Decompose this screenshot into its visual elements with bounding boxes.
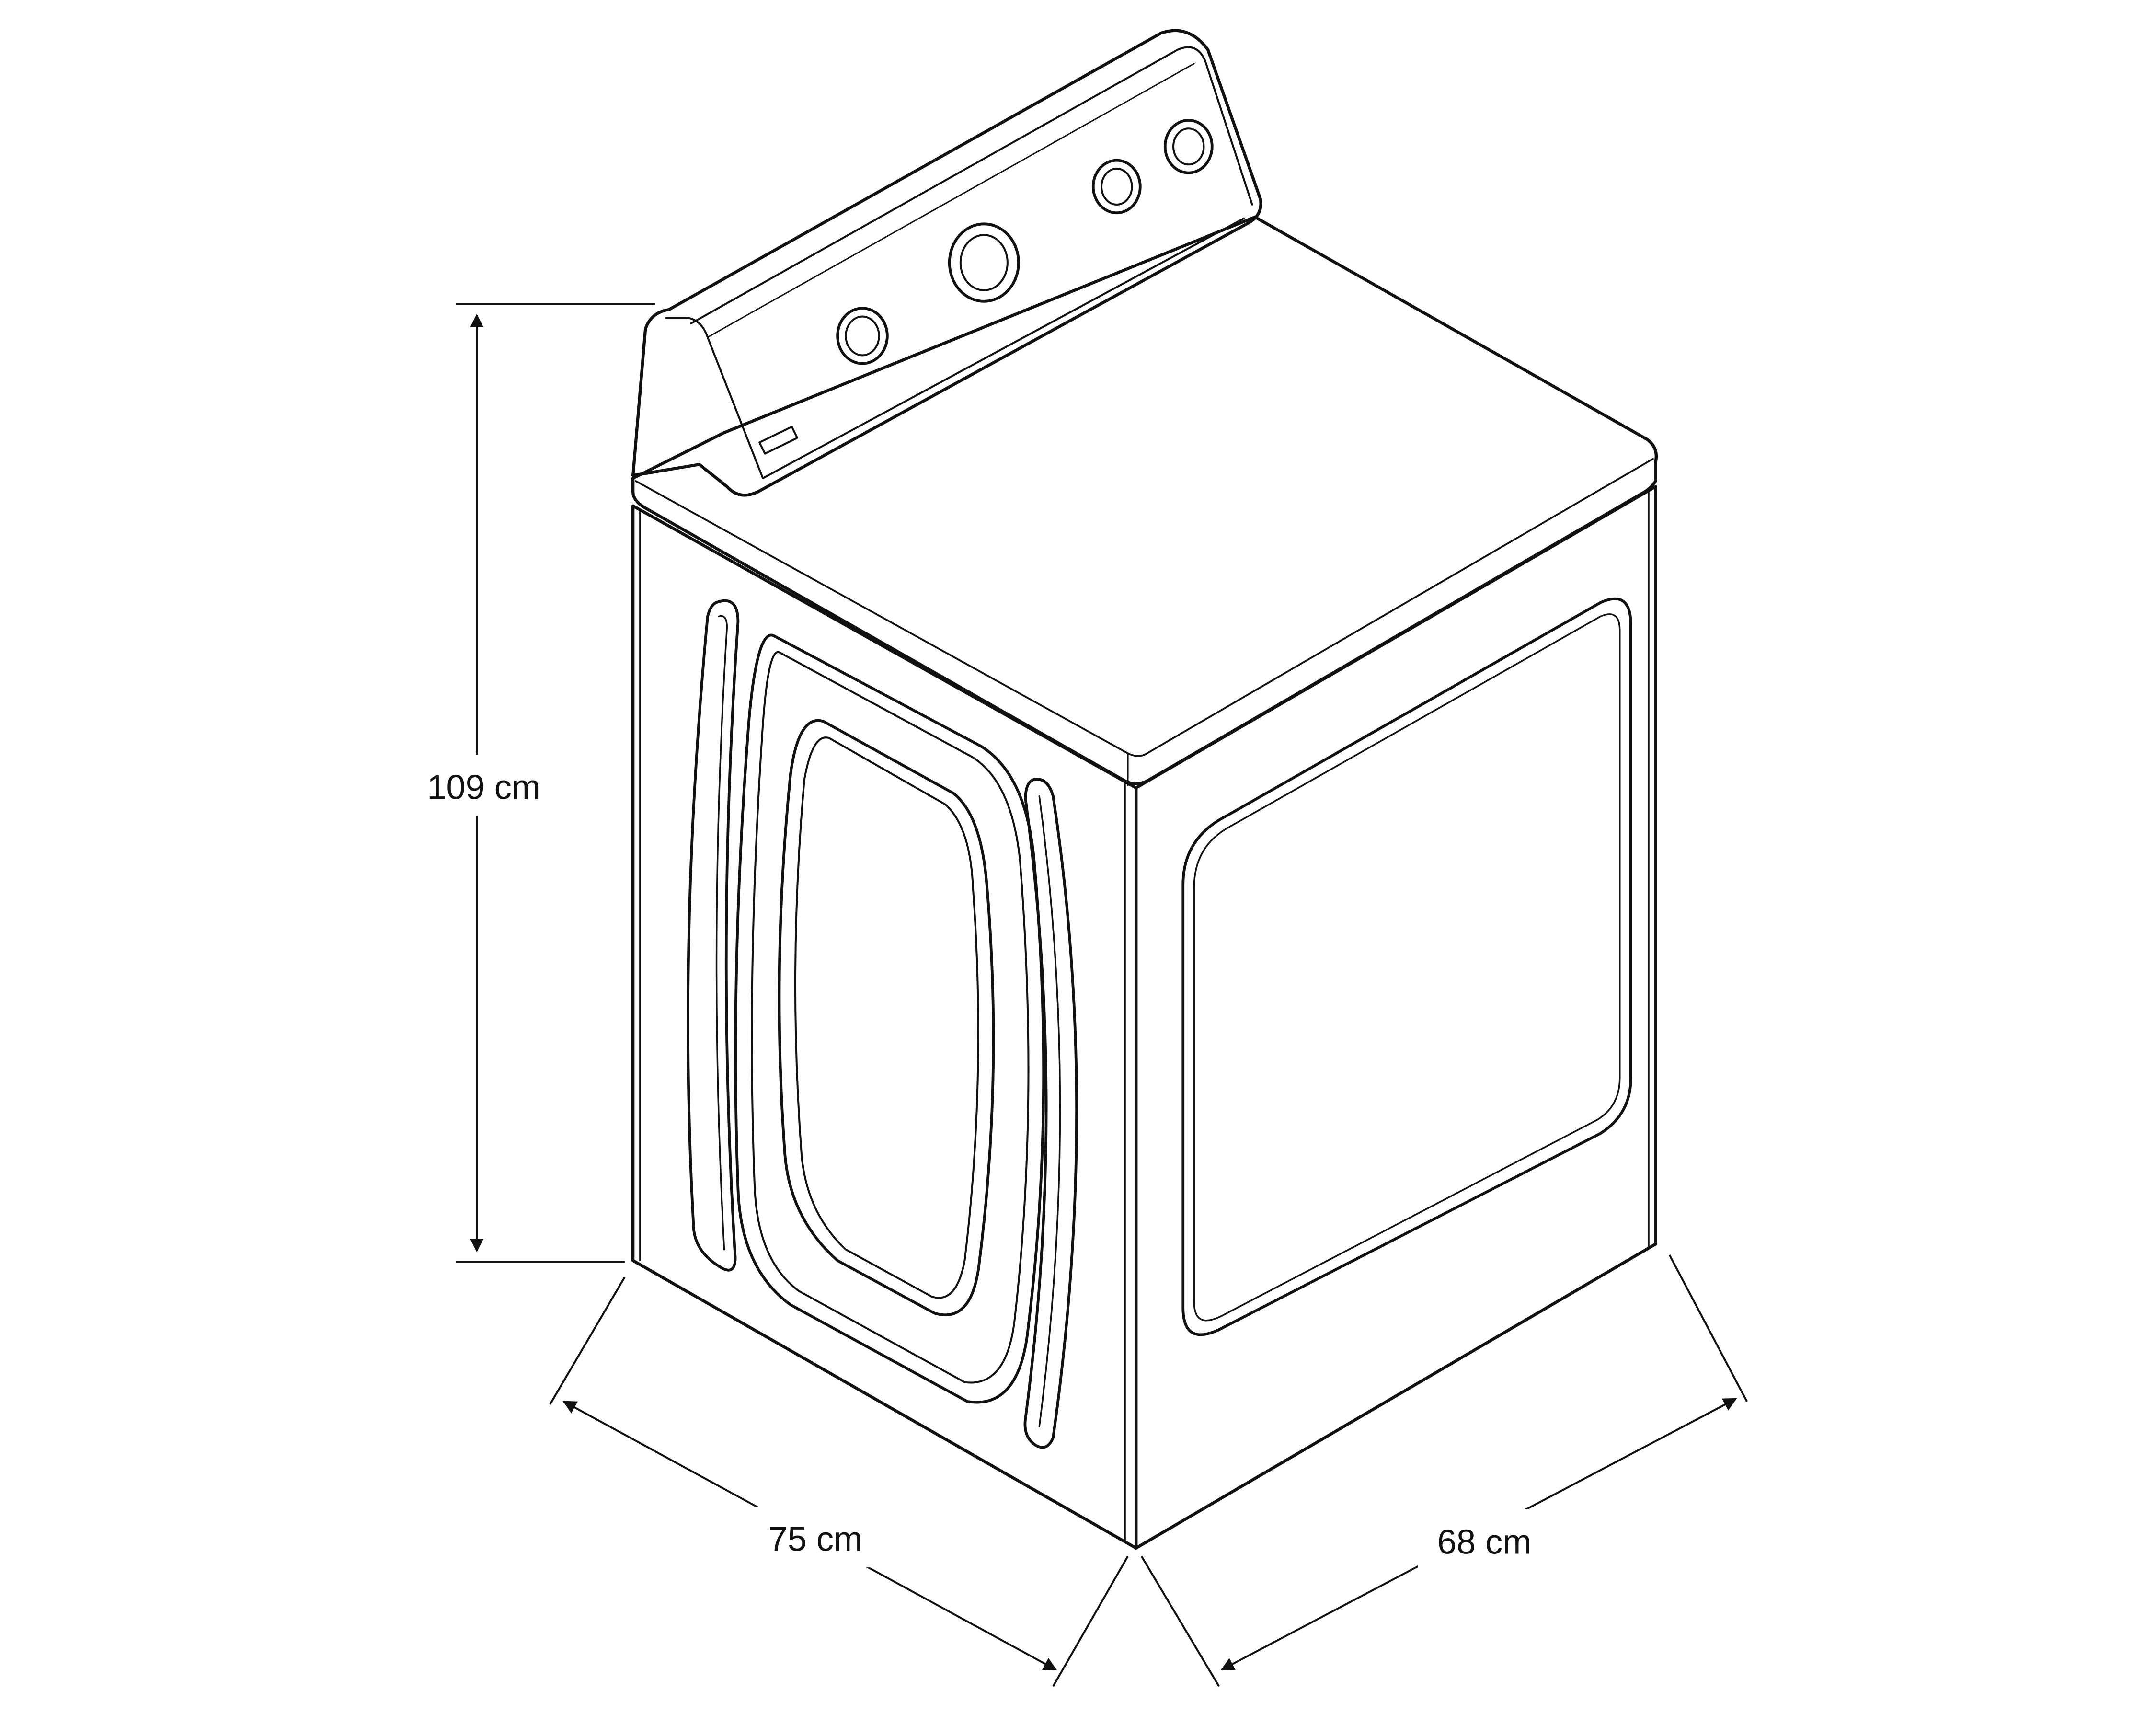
knob-icon[interactable] <box>1163 119 1214 174</box>
height-label: 109 cm <box>427 768 540 806</box>
control-console <box>631 29 1262 497</box>
cabinet-side-face <box>1134 485 1657 1550</box>
depth-label: 68 cm <box>1437 1523 1531 1561</box>
brand-logo-icon <box>758 426 799 455</box>
depth-extension-right <box>1668 1254 1748 1402</box>
width-extension-left <box>549 1276 626 1405</box>
dryer-illustration <box>631 29 1658 1550</box>
door-handle-right[interactable] <box>1023 778 1078 1449</box>
side-recessed-panel <box>1181 597 1632 1336</box>
knob-icon[interactable] <box>1091 159 1142 215</box>
knob-icon[interactable] <box>836 307 889 365</box>
width-label: 75 cm <box>768 1520 862 1559</box>
depth-extension-left <box>1140 1556 1220 1687</box>
door-outer-frame <box>734 633 1045 1404</box>
door-window <box>778 719 995 1317</box>
top-panel <box>631 215 1658 785</box>
width-extension-right <box>1052 1556 1129 1687</box>
door-handle-left[interactable] <box>686 599 740 1272</box>
knob-icon[interactable] <box>948 222 1020 303</box>
cabinet-front-face <box>631 504 1138 1550</box>
